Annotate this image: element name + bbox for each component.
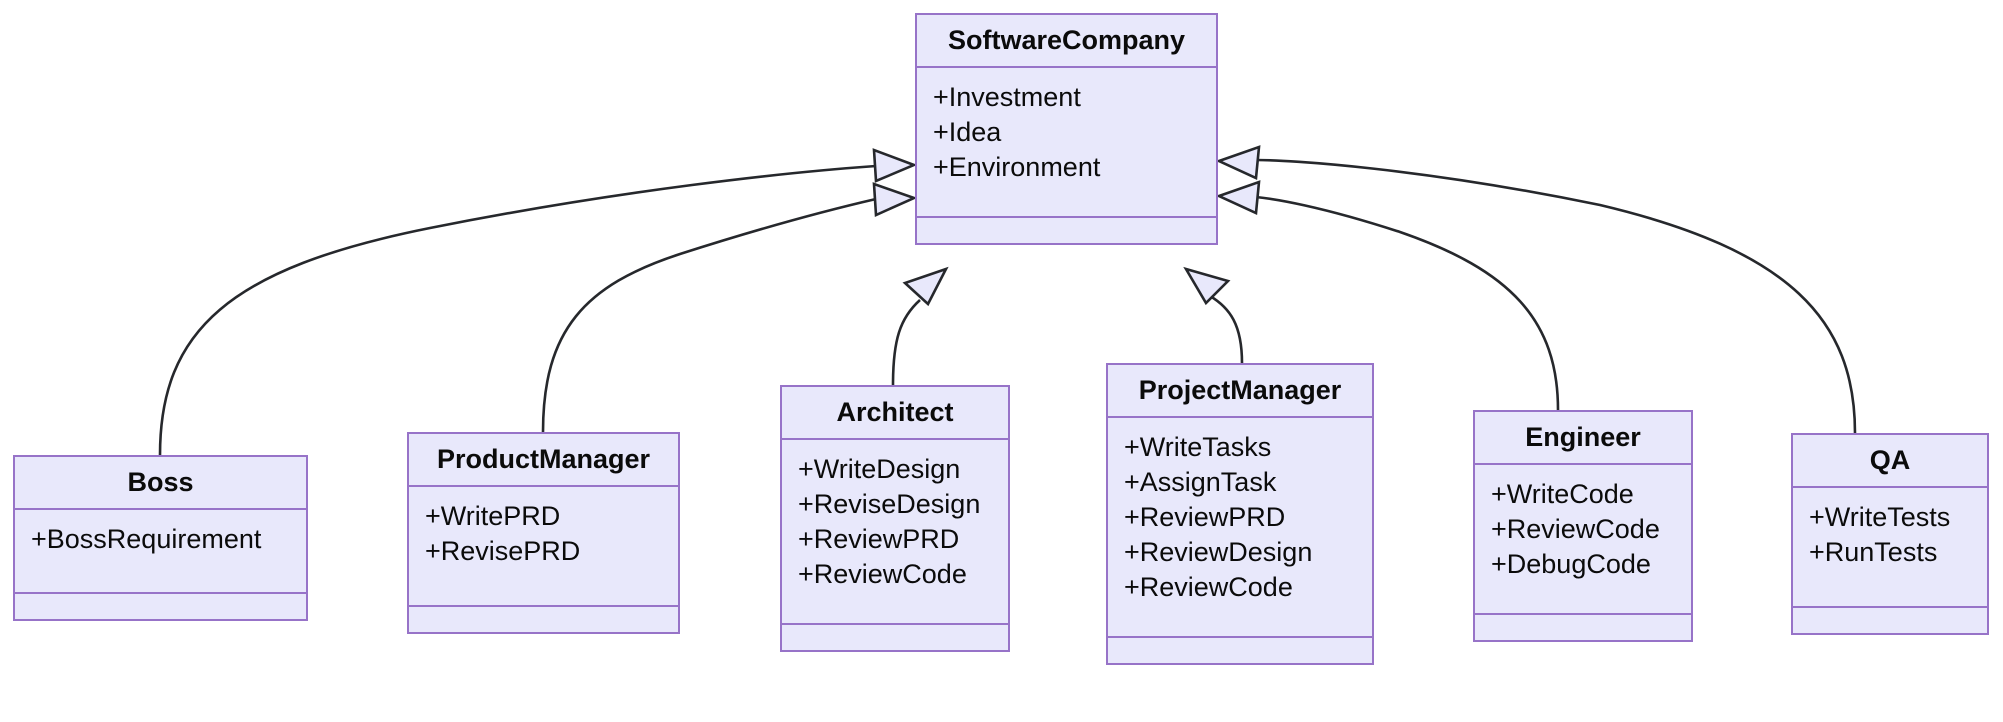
class-node-software-company[interactable]: SoftwareCompany +Investment +Idea +Envir… [915, 13, 1218, 245]
class-title-engineer: Engineer [1475, 412, 1691, 465]
class-attributes-architect: +WriteDesign +ReviseDesign +ReviewPRD +R… [782, 440, 1008, 625]
arrowhead-productmanager-inheritance [872, 182, 918, 217]
class-attributes-boss: +BossRequirement [15, 510, 306, 594]
class-title-boss: Boss [15, 457, 306, 510]
class-attribute: +WriteDesign [798, 454, 961, 484]
class-methods-product-manager [409, 607, 678, 632]
arrowhead-engineer-inheritance [1215, 180, 1261, 215]
class-methods-architect [782, 625, 1008, 650]
class-methods-project-manager [1108, 638, 1372, 663]
arrowhead-architect-inheritance [902, 266, 949, 307]
class-attribute: +ReviewPRD [798, 524, 960, 554]
arrowhead-qa-inheritance [1215, 145, 1261, 180]
class-attribute: +BossRequirement [31, 524, 262, 554]
class-attribute: +Environment [933, 152, 1101, 182]
class-attribute: +ReviewCode [1124, 572, 1293, 602]
class-attribute: +RunTests [1809, 537, 1938, 567]
class-attribute: +ReviewDesign [1124, 537, 1313, 567]
class-attribute: +ReviewPRD [1124, 502, 1286, 532]
class-node-project-manager[interactable]: ProjectManager +WriteTasks +AssignTask +… [1106, 363, 1374, 665]
arrowhead-projectmanager-inheritance [1183, 266, 1231, 306]
class-attribute: +Investment [933, 82, 1081, 112]
class-attribute: +AssignTask [1124, 467, 1277, 497]
class-attributes-project-manager: +WriteTasks +AssignTask +ReviewPRD +Revi… [1108, 418, 1372, 638]
class-attributes-software-company: +Investment +Idea +Environment [917, 68, 1216, 218]
class-node-boss[interactable]: Boss +BossRequirement [13, 455, 308, 621]
class-attribute: +WritePRD [425, 501, 561, 531]
class-attribute: +DebugCode [1491, 549, 1651, 579]
class-node-qa[interactable]: QA +WriteTests +RunTests [1791, 433, 1989, 635]
class-attribute: +ReviseDesign [798, 489, 981, 519]
class-attribute: +WriteTests [1809, 502, 1951, 532]
class-title-architect: Architect [782, 387, 1008, 440]
class-title-software-company: SoftwareCompany [917, 15, 1216, 68]
class-node-product-manager[interactable]: ProductManager +WritePRD +RevisePRD [407, 432, 680, 634]
class-attributes-product-manager: +WritePRD +RevisePRD [409, 487, 678, 607]
class-attributes-engineer: +WriteCode +ReviewCode +DebugCode [1475, 465, 1691, 615]
class-methods-qa [1793, 608, 1987, 633]
edge-architect-to-softwarecompany [891, 299, 921, 386]
class-title-project-manager: ProjectManager [1108, 365, 1372, 418]
class-node-engineer[interactable]: Engineer +WriteCode +ReviewCode +DebugCo… [1473, 410, 1693, 642]
arrowhead-boss-inheritance [872, 148, 918, 183]
class-methods-engineer [1475, 615, 1691, 640]
class-attribute: +WriteCode [1491, 479, 1634, 509]
class-attribute: +ReviewCode [1491, 514, 1660, 544]
class-title-product-manager: ProductManager [409, 434, 678, 487]
class-attribute: +RevisePRD [425, 536, 581, 566]
class-attribute: +Idea [933, 117, 1002, 147]
edge-projectmanager-to-softwarecompany [1209, 294, 1244, 364]
class-methods-software-company [917, 218, 1216, 243]
class-title-qa: QA [1793, 435, 1987, 488]
class-attribute: +WriteTasks [1124, 432, 1272, 462]
edge-boss-to-softwarecompany [158, 164, 877, 456]
class-node-architect[interactable]: Architect +WriteDesign +ReviseDesign +Re… [780, 385, 1010, 652]
class-methods-boss [15, 594, 306, 619]
class-attributes-qa: +WriteTests +RunTests [1793, 488, 1987, 608]
class-attribute: +ReviewCode [798, 559, 967, 589]
